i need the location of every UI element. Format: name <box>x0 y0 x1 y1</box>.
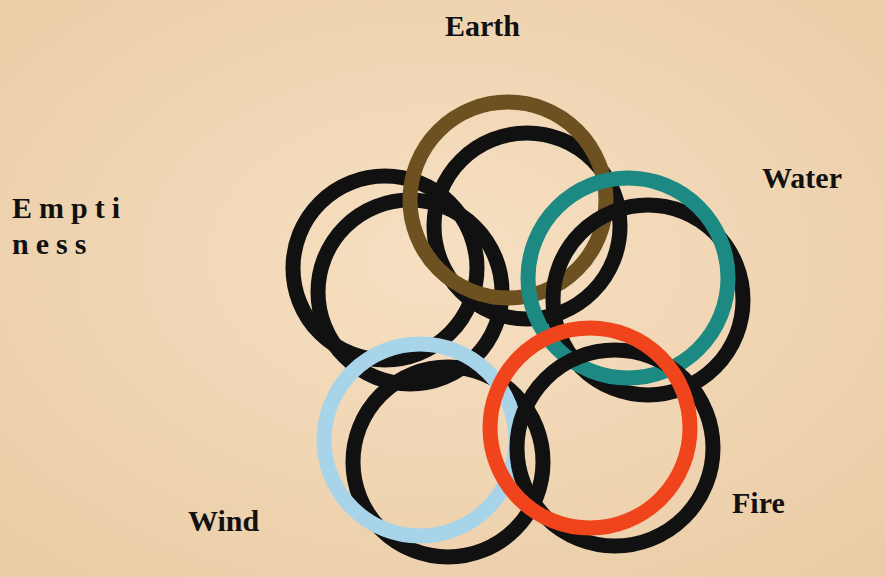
element-label: Earth <box>445 8 520 44</box>
element-label: Emptiness <box>12 190 142 262</box>
element-label: Water <box>762 160 842 196</box>
element-label: Wind <box>188 503 259 539</box>
element-label: Fire <box>732 485 785 521</box>
fire-ring <box>490 328 690 528</box>
